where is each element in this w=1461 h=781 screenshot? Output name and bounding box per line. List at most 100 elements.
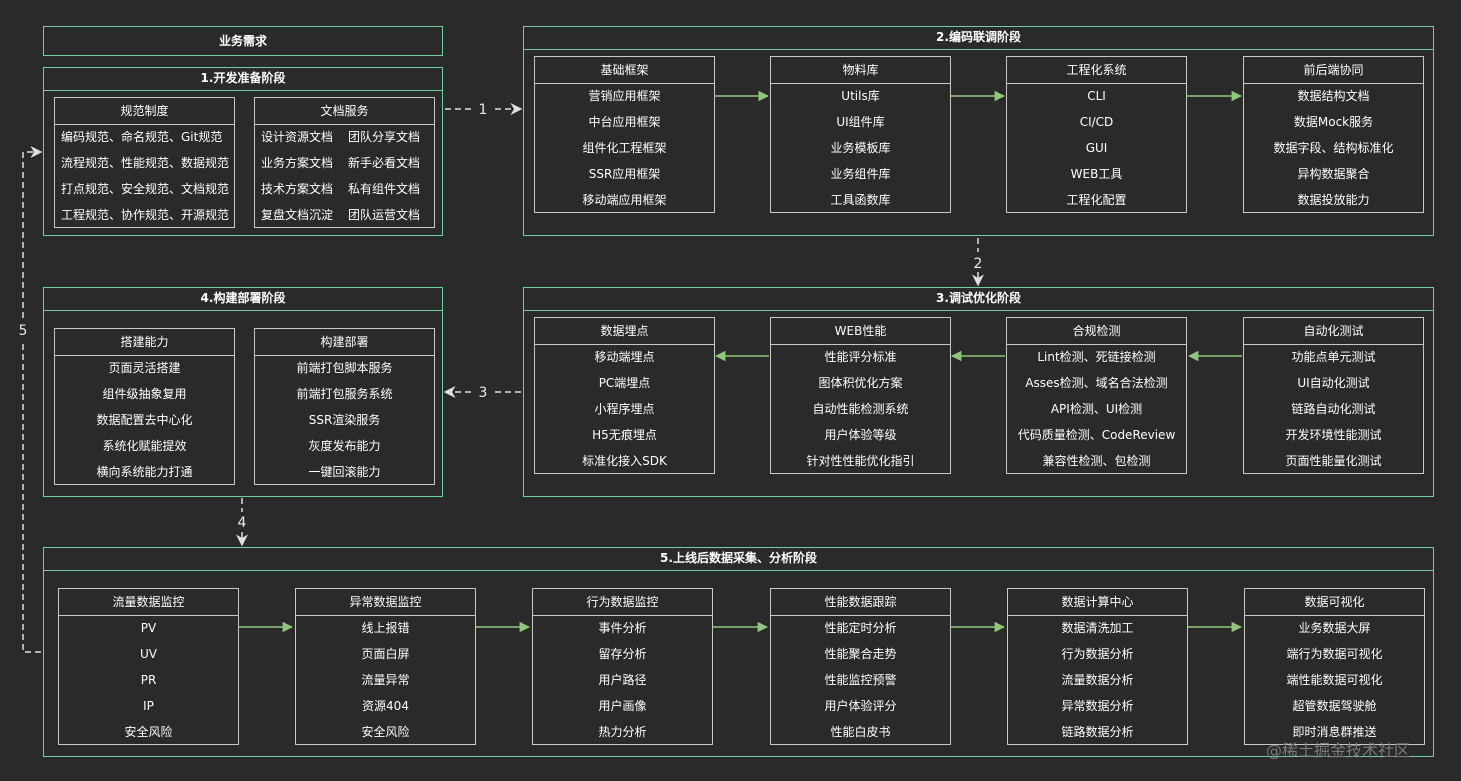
card-item: Asses检测、域名合法检测 — [1025, 376, 1168, 390]
card-item: 灰度发布能力 — [308, 439, 381, 453]
card-item: 用户体验等级 — [824, 428, 897, 442]
stage-2-panel: 2.编码联调阶段 基础框架 营销应用框架 中台应用框架 组件化工程框架 SSR应… — [523, 26, 1434, 236]
card-item: 组件化工程框架 — [582, 141, 667, 155]
stage-arrow-4: 4 — [236, 498, 248, 547]
stage-5-title: 5.上线后数据采集、分析阶段 — [44, 548, 1433, 571]
card-item: 技术方案文档 — [261, 182, 334, 196]
card-performance-tracking: 性能数据跟踪 性能定时分析 性能聚合走势 性能监控预警 用户体验评分 性能白皮书 — [770, 588, 951, 745]
card-item: 事件分析 — [598, 621, 647, 635]
card-web-performance: WEB性能 性能评分标准 图体积优化方案 自动性能检测系统 用户体验等级 针对性… — [770, 317, 951, 474]
card-item: 性能评分标准 — [824, 350, 897, 364]
stage-4-title: 4.构建部署阶段 — [44, 288, 442, 311]
edge-label-4: 4 — [238, 515, 247, 531]
watermark: @稀土掘金技术社区 — [1266, 741, 1411, 760]
card-title: 行为数据监控 — [533, 589, 712, 616]
card-item: CLI — [1087, 89, 1106, 103]
card-item-row: 技术方案文档私有组件文档 — [255, 176, 434, 202]
stage-2-title: 2.编码联调阶段 — [524, 27, 1433, 50]
card-item: 页面白屏 — [361, 647, 410, 661]
card-title: 合规检测 — [1007, 318, 1186, 345]
card-item: 系统化赋能提效 — [102, 439, 187, 453]
card-item: 工程规范、协作规范、开源规范 — [61, 208, 230, 222]
card-title: 自动化测试 — [1244, 318, 1423, 345]
card-item: 数据Mock服务 — [1293, 115, 1374, 129]
card-item: 流量异常 — [361, 673, 410, 687]
card-item: API检测、UI检测 — [1050, 402, 1143, 416]
card-item: 端行为数据可视化 — [1286, 647, 1383, 661]
card-item: 前端打包服务系统 — [296, 387, 393, 401]
card-item: 移动端埋点 — [594, 350, 655, 364]
card-item: PR — [140, 673, 157, 687]
card-item: IP — [143, 699, 154, 713]
card-item: Utils库 — [841, 89, 880, 103]
card-base-framework: 基础框架 营销应用框架 中台应用框架 组件化工程框架 SSR应用框架 移动端应用… — [534, 56, 715, 213]
card-item: UI组件库 — [836, 115, 885, 129]
edge-label-2: 2 — [974, 256, 983, 272]
card-item: 线上报错 — [361, 621, 410, 635]
card-item: 团队运营文档 — [348, 208, 421, 222]
card-item: 开发环境性能测试 — [1285, 428, 1382, 442]
card-item-row: 复盘文档沉淀团队运营文档 — [255, 202, 434, 228]
card-item: 复盘文档沉淀 — [261, 208, 334, 222]
card-item: 用户画像 — [598, 699, 647, 713]
card-item: 端性能数据可视化 — [1286, 673, 1383, 687]
card-item-row: 业务方案文档新手必看文档 — [255, 150, 434, 176]
business-requirement-box: 业务需求 — [43, 26, 443, 56]
card-item: SSR应用框架 — [588, 167, 661, 181]
card-title: 数据计算中心 — [1008, 589, 1187, 616]
stage-3-panel: 3.调试优化阶段 数据埋点 移动端埋点 PC端埋点 小程序埋点 H5无痕埋点 标… — [523, 287, 1434, 497]
card-item: 业务方案文档 — [261, 156, 334, 170]
card-item: 数据清洗加工 — [1061, 621, 1134, 635]
card-item: 用户体验评分 — [824, 699, 897, 713]
card-error-monitor: 异常数据监控 线上报错 页面白屏 流量异常 资源404 安全风险 — [295, 588, 476, 745]
card-item: 页面性能量化测试 — [1285, 454, 1382, 468]
card-item: 业务数据大屏 — [1298, 621, 1371, 635]
card-item: 代码质量检测、CodeReview — [1017, 428, 1176, 442]
stage-4-panel: 4.构建部署阶段 搭建能力 页面灵活搭建 组件级抽象复用 数据配置去中心化 系统… — [43, 287, 443, 497]
card-data-tracking: 数据埋点 移动端埋点 PC端埋点 小程序埋点 H5无痕埋点 标准化接入SDK — [534, 317, 715, 474]
card-item: 链路数据分析 — [1061, 725, 1134, 739]
card-item: H5无痕埋点 — [592, 428, 657, 442]
card-doc-services: 文档服务 设计资源文档团队分享文档 业务方案文档新手必看文档 技术方案文档私有组… — [254, 97, 435, 228]
card-item: 数据结构文档 — [1297, 89, 1370, 103]
card-item: 私有组件文档 — [348, 182, 421, 196]
card-item: PV — [140, 621, 157, 635]
card-item: 行为数据分析 — [1061, 647, 1134, 661]
card-item: 性能聚合走势 — [824, 647, 897, 661]
card-item: 性能白皮书 — [830, 725, 891, 739]
card-item: 中台应用框架 — [588, 115, 661, 129]
card-title: 搭建能力 — [55, 329, 234, 356]
stage-arrow-3: 3 — [443, 385, 521, 401]
card-item: 功能点单元测试 — [1291, 350, 1376, 364]
card-item: 业务模板库 — [830, 141, 891, 155]
card-item: 打点规范、安全规范、文档规范 — [61, 182, 230, 196]
card-item: 留存分析 — [598, 647, 647, 661]
card-item: 新手必看文档 — [348, 156, 421, 170]
card-build-deploy: 构建部署 前端打包脚本服务 前端打包服务系统 SSR渲染服务 灰度发布能力 一键… — [254, 328, 435, 485]
card-title: 数据可视化 — [1245, 589, 1424, 616]
card-title: 构建部署 — [255, 329, 434, 356]
card-item: 团队分享文档 — [348, 130, 421, 144]
card-item: 链路自动化测试 — [1291, 402, 1376, 416]
card-item: 数据字段、结构标准化 — [1273, 141, 1394, 155]
card-item: PC端埋点 — [598, 376, 651, 390]
card-data-visualization: 数据可视化 业务数据大屏 端行为数据可视化 端性能数据可视化 超管数据驾驶舱 即… — [1244, 588, 1425, 745]
card-item: CI/CD — [1079, 115, 1114, 129]
card-title: 流量数据监控 — [59, 589, 238, 616]
card-title: WEB性能 — [771, 318, 950, 345]
card-traffic-monitor: 流量数据监控 PV UV PR IP 安全风险 — [58, 588, 239, 745]
card-compliance-check: 合规检测 Lint检测、死链接检测 Asses检测、域名合法检测 API检测、U… — [1006, 317, 1187, 474]
card-item: 一键回滚能力 — [308, 465, 381, 479]
card-material-library: 物料库 Utils库 UI组件库 业务模板库 业务组件库 工具函数库 — [770, 56, 951, 213]
card-item: 超管数据驾驶舱 — [1292, 699, 1377, 713]
card-title: 文档服务 — [255, 98, 434, 125]
card-item: Lint检测、死链接检测 — [1037, 350, 1156, 364]
card-item: 自动性能检测系统 — [812, 402, 909, 416]
card-item: 流程规范、性能规范、数据规范 — [61, 156, 230, 170]
card-item: 设计资源文档 — [261, 130, 334, 144]
stage-arrow-1: 1 — [445, 102, 523, 118]
card-item: 性能定时分析 — [824, 621, 897, 635]
stage-1-panel: 1.开发准备阶段 规范制度 编码规范、命名规范、Git规范 流程规范、性能规范、… — [43, 67, 443, 236]
card-engineering-system: 工程化系统 CLI CI/CD GUI WEB工具 工程化配置 — [1006, 56, 1187, 213]
